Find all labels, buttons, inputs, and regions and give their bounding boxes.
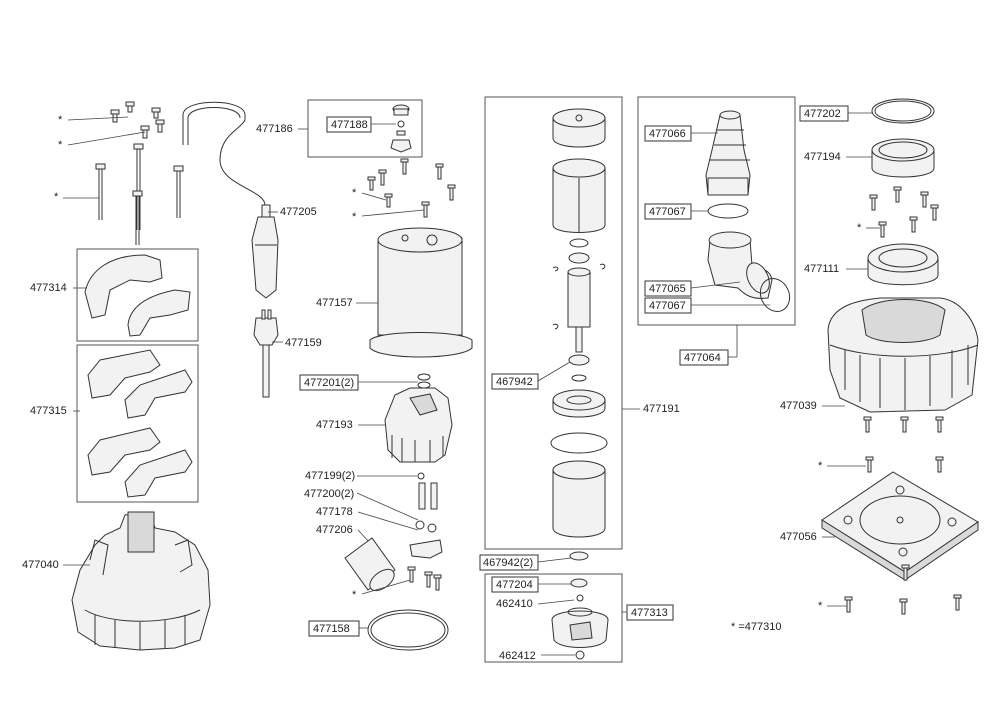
pump-housing-477039 (827, 297, 979, 413)
base-stand-477040 (71, 511, 211, 651)
motor-cover-477193 (384, 387, 453, 463)
label-462412: 462412 (499, 650, 536, 662)
box-477065 (644, 280, 692, 297)
asterisk-marker: * (818, 600, 823, 612)
hose-connector-477066 (705, 110, 751, 196)
label-477204: 477204 (496, 579, 533, 591)
frame-477191 (484, 96, 623, 550)
screws-group-left (63, 101, 184, 245)
label-477194: 477194 (804, 151, 841, 163)
label-477067-b: 477067 (649, 300, 686, 312)
box-477158 (308, 620, 360, 637)
label-477200: 477200(2) (304, 488, 354, 500)
asterisk-marker: * (818, 460, 823, 472)
capacitor-screws (418, 482, 438, 510)
frame-477315 (76, 344, 199, 503)
label-467942-2: 467942(2) (483, 557, 533, 569)
capacitor-477206 (344, 537, 396, 592)
label-477066: 477066 (649, 128, 686, 140)
frame-477314 (76, 248, 199, 342)
label-477056: 477056 (780, 531, 817, 543)
asterisk-marker: * (54, 191, 59, 203)
screws-group-right (866, 186, 939, 238)
label-477157: 477157 (316, 297, 353, 309)
box-477204 (491, 576, 539, 593)
label-477178: 477178 (316, 506, 353, 518)
label-477111: 477111 (804, 263, 839, 275)
frame-477186 (307, 99, 423, 158)
box-477201 (299, 374, 359, 391)
box-477188 (326, 116, 372, 133)
power-cable (182, 101, 266, 215)
oring-477067 (707, 203, 749, 219)
bracket-477178 (409, 520, 443, 559)
handle-part-477315 (87, 349, 193, 498)
label-477064: 477064 (684, 352, 721, 364)
flange-477111 (867, 243, 939, 286)
box-467942-2 (479, 554, 539, 571)
label-477202: 477202 (804, 108, 841, 120)
label-477040: 477040 (22, 559, 59, 571)
label-477159: 477159 (285, 337, 322, 349)
asterisk-marker: * (857, 222, 862, 234)
label-477314: 477314 (30, 282, 67, 294)
locking-ring-477194 (871, 138, 935, 178)
label-467942: 467942 (496, 376, 533, 388)
housing-477157 (369, 227, 473, 358)
label-477313: 477313 (631, 607, 668, 619)
impeller-part (551, 607, 609, 648)
label-477206: 477206 (316, 524, 353, 536)
label-477186: 477186 (256, 123, 293, 135)
box-477067-a (644, 203, 692, 220)
oring-477067-b (759, 277, 791, 313)
label-477188: 477188 (331, 119, 368, 131)
elbow-477065 (707, 231, 773, 299)
plug-477159 (253, 309, 279, 398)
asterisk-marker: * (352, 211, 357, 223)
label-477205: 477205 (280, 206, 317, 218)
motor-unit-477191 (550, 108, 608, 538)
oring-477158 (367, 609, 449, 651)
asterisk-marker: * (352, 187, 357, 199)
label-477193: 477193 (316, 419, 353, 431)
screws-group-middle (361, 158, 456, 218)
float-switch-477205 (251, 204, 279, 299)
asterisk-marker: * (58, 114, 63, 126)
handle-part-477314 (84, 254, 191, 337)
screws-lower-middle (361, 566, 442, 595)
asterisk-marker: * (58, 139, 63, 151)
base-plate-477056 (821, 471, 979, 581)
label-477039: 477039 (780, 400, 817, 412)
bearing-part (569, 551, 589, 561)
frame-477064 (637, 96, 796, 326)
label-462410: 462410 (496, 598, 533, 610)
label-477315: 477315 (30, 405, 67, 417)
oring-477202 (871, 98, 935, 124)
label-477191: 477191 (643, 403, 680, 415)
asterisk-marker: * (352, 589, 357, 601)
label-477067-a: 477067 (649, 206, 686, 218)
box-477066 (644, 125, 692, 142)
box-477202 (799, 105, 849, 122)
box-477313 (626, 604, 674, 621)
label-477158: 477158 (313, 623, 350, 635)
screws-base-bottom (827, 564, 962, 615)
legend-note: * =477310 (731, 621, 781, 633)
label-477065: 477065 (649, 283, 686, 295)
label-477201: 477201(2) (304, 377, 354, 389)
cable-gland-part (390, 104, 412, 153)
screws-housing-bottom (827, 416, 944, 473)
label-477199: 477199(2) (305, 470, 355, 482)
box-477067-b (644, 297, 692, 314)
frame-477313 (484, 573, 623, 663)
box-467942 (491, 373, 539, 390)
box-477064 (679, 349, 729, 366)
